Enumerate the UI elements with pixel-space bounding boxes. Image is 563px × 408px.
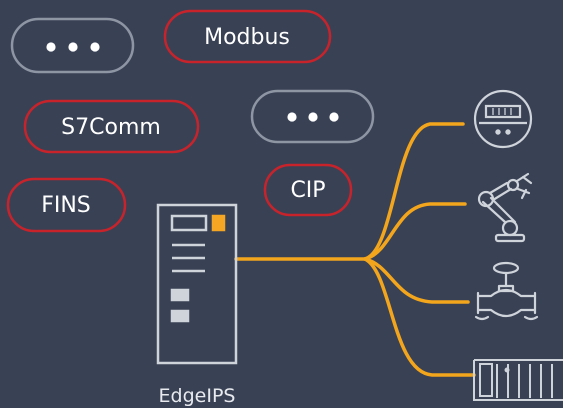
protocol-label-s7comm: S7Comm — [61, 115, 161, 140]
pill-s7comm: S7Comm — [23, 99, 200, 154]
pill-cip: CIP — [263, 163, 353, 217]
pill-more-top-left — [10, 17, 135, 74]
pill-fins: FINS — [6, 177, 127, 233]
branch-robot — [363, 202, 467, 261]
branch-meter — [363, 122, 465, 261]
protocol-label-fins: FINS — [41, 193, 91, 218]
branch-plc — [363, 257, 476, 377]
plc-rack-icon — [473, 359, 563, 401]
pill-modbus: Modbus — [163, 9, 332, 64]
protocol-label-modbus: Modbus — [204, 25, 290, 50]
robot-arm-icon — [477, 172, 533, 243]
branch-valve — [363, 257, 470, 304]
connection-lines — [234, 122, 476, 377]
valve-icon — [474, 261, 539, 321]
power-meter-icon — [473, 89, 533, 149]
device-label: EdgeIPS — [159, 385, 236, 407]
protocol-label-cip: CIP — [290, 178, 325, 203]
server-appliance-icon — [156, 203, 238, 365]
pill-more-middle — [250, 89, 375, 144]
